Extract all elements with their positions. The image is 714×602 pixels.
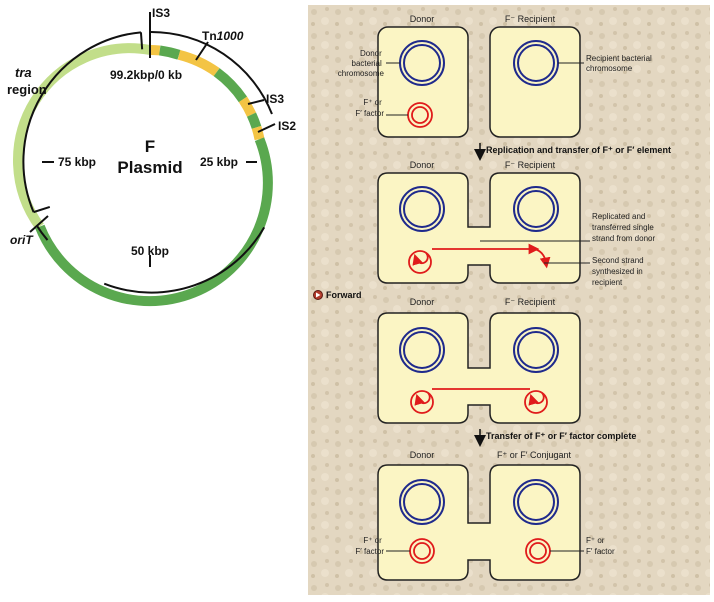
label-tn1000: Tn1000 — [202, 29, 244, 43]
tra-arc-end-bottom — [34, 207, 50, 212]
stage2-recipient-header: F⁻ Recipient — [505, 160, 556, 170]
label-25kbp: 25 kbp — [200, 155, 238, 169]
f-plasmid-map: IS3 Tn1000 IS3 IS2 99.2kbp/0 kb 25 kbp 5… — [0, 0, 300, 597]
stage1-donor-cell — [378, 27, 468, 137]
label-origin: 99.2kbp/0 kb — [110, 68, 182, 82]
stage1-donor-header: Donor — [410, 14, 435, 24]
step2-caption: Transfer of F⁺ or F′ factor complete — [486, 431, 636, 441]
stage3-donor-header: Donor — [410, 297, 435, 307]
stage1-recipient-header: F⁻ Recipient — [505, 14, 556, 24]
label-is3-top: IS3 — [152, 6, 170, 20]
plasmid-segment-green-b — [217, 72, 243, 99]
conjugation-svg: Donor F⁻ Recipient Donor bacterial chrom… — [308, 5, 710, 595]
plasmid-title-plasmid: Plasmid — [117, 158, 182, 177]
plasmid-title-f: F — [145, 137, 155, 156]
conjugation-diagram: Donor F⁻ Recipient Donor bacterial chrom… — [308, 5, 710, 595]
tra-arc-end-top — [141, 32, 142, 49]
stage2-donor-header: Donor — [410, 160, 435, 170]
label-75kbp: 75 kbp — [58, 155, 96, 169]
plasmid-map-svg: IS3 Tn1000 IS3 IS2 99.2kbp/0 kb 25 kbp 5… — [0, 0, 300, 597]
stage4-donor-header: Donor — [410, 450, 435, 460]
step1-caption: Replication and transfer of F⁺ or F′ ele… — [486, 145, 671, 155]
plasmid-segment-green-c — [252, 115, 257, 128]
stage2-replicated-label: Replicated and transferred single strand… — [592, 212, 656, 243]
label-is3-right: IS3 — [266, 92, 284, 106]
label-50kbp: 50 kbp — [131, 244, 169, 258]
label-region: region — [7, 82, 47, 97]
label-orit: oriT — [10, 233, 34, 247]
stage1-recipient-cell — [490, 27, 580, 137]
forward-label: Forward — [326, 290, 362, 300]
plasmid-segment-is2 — [257, 127, 260, 139]
plasmid-segment-is3-right — [243, 99, 252, 114]
forward-button[interactable]: Forward — [314, 290, 362, 300]
label-tra: tra — [15, 65, 32, 80]
stage4-recipient-header: F⁺ or F′ Conjugant — [497, 450, 571, 460]
label-is2: IS2 — [278, 119, 296, 133]
plasmid-segment-green-a — [160, 50, 179, 54]
tn1000-leader — [196, 42, 208, 60]
stage3-recipient-header: F⁻ Recipient — [505, 297, 556, 307]
